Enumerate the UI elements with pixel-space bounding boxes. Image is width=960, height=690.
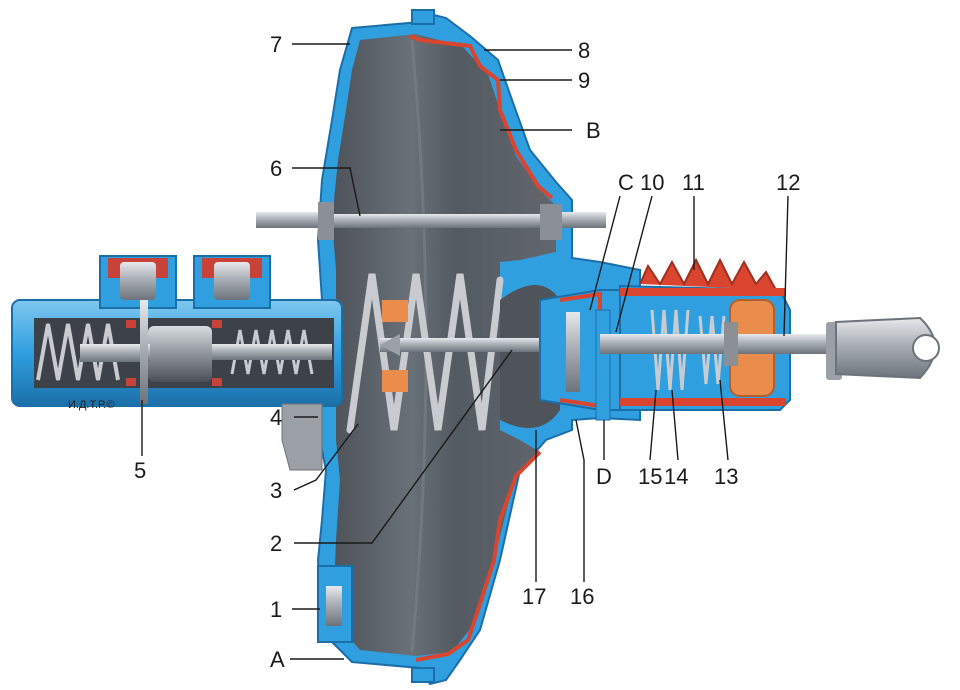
stud-thread-left [256,212,326,228]
callout-D: D [596,464,612,489]
callout-2: 2 [270,531,282,556]
pedal-rod-nut [724,322,738,366]
stud-rod [326,214,556,228]
callout-11: 11 [682,170,705,195]
master-cylinder [11,255,343,407]
callout-3: 3 [270,478,282,503]
push-rod-tip [380,334,400,356]
valve-body [539,289,641,421]
seam-clip-top [411,9,435,25]
stud-thread-right [556,212,606,228]
callout-A: A [270,647,285,672]
cup-seal-1 [126,320,136,328]
cylinder-spring-front [36,323,120,381]
leader-lines [141,43,789,660]
valve-insert-d [595,309,611,421]
reaction-disc [566,312,580,392]
cup-seal-2 [126,378,136,386]
callout-17: 17 [522,584,546,609]
secondary-piston-rod [80,344,150,362]
callout-1: 1 [270,597,282,622]
rod-seal-front [382,300,408,322]
reservoir-plug-2 [214,262,250,300]
boot-red-liner [620,288,786,296]
watermark: И.Д.Т.Р.© [68,399,114,411]
piston-rod [212,344,332,360]
callout-7: 7 [270,32,282,57]
callout-6: 6 [270,156,282,181]
seam-clip-bottom [411,667,435,683]
stud-nut-left [318,202,334,240]
clevis-hole [912,334,940,362]
callout-16: 16 [570,584,594,609]
rod-seal-rear [382,370,408,392]
pedal-rod [600,334,836,354]
callout-13: 13 [714,464,738,489]
callout-14: 14 [664,464,688,489]
vacuum-port-bore [326,586,342,626]
vacuum-port [317,565,353,643]
mounting-stud [256,202,606,240]
cup-seal-3 [212,320,222,328]
callout-C: C [618,170,634,195]
callout-8: 8 [578,38,590,63]
callout-B: B [586,118,601,143]
callout-5: 5 [134,458,146,483]
boot-red-liner-bottom [620,398,786,406]
stud-nut-right [540,204,562,240]
callout-15: 15 [638,464,662,489]
callout-4: 4 [270,405,282,430]
pedal-push-rod [600,316,940,380]
callout-labels: 1 2 3 4 5 6 7 8 9 10 11 12 13 14 15 16 1… [134,32,800,672]
diaphragm-lower [415,450,542,662]
push-rod [380,338,560,352]
primary-piston [148,326,212,382]
cup-seal-4 [212,378,222,386]
diaphragm [409,34,554,200]
callout-10: 10 [640,170,664,195]
valve-spring [650,309,726,391]
callout-12: 12 [776,170,800,195]
mounting-flange [281,403,323,471]
reservoir-plug-1 [120,262,156,300]
protective-boot [639,257,777,291]
stop-pin [140,300,148,404]
callout-9: 9 [578,68,590,93]
